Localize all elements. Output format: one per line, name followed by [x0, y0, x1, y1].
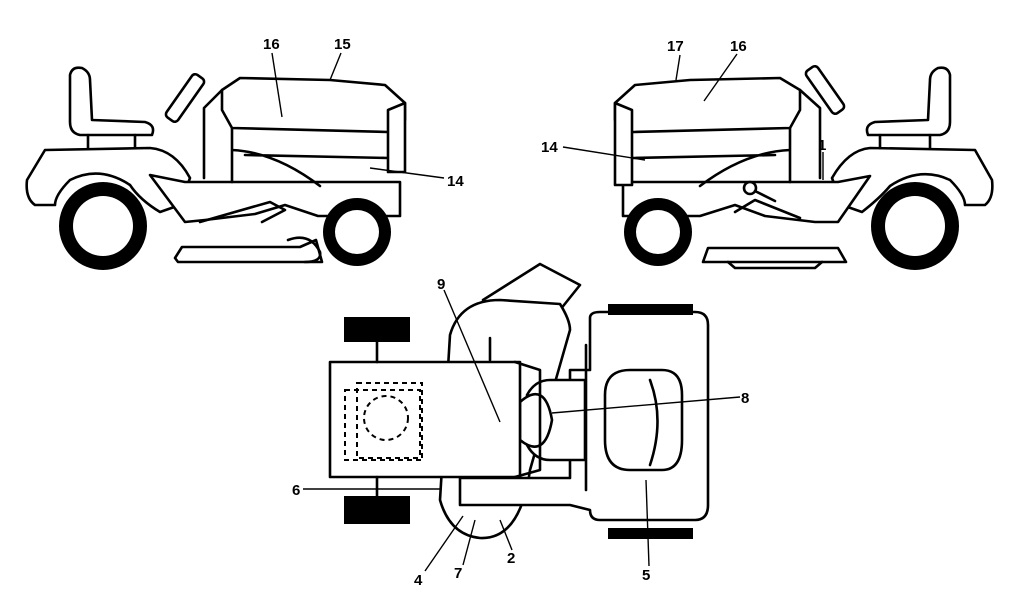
left-hood — [220, 76, 407, 134]
top-engine-outline — [344, 389, 421, 461]
top-hood — [328, 360, 522, 479]
right-hood — [613, 76, 802, 134]
callout-top-5: 5 — [642, 567, 650, 584]
right-seat — [865, 66, 952, 137]
top-front-tire-lower — [344, 496, 410, 524]
callout-top-8: 8 — [741, 390, 749, 407]
left-steering-wheel — [164, 72, 206, 124]
left-rear-fender — [25, 146, 192, 214]
right-rear-fender — [830, 146, 994, 214]
callout-right-17: 17 — [667, 38, 684, 55]
top-seat — [603, 368, 684, 472]
top-front-tire-upper — [344, 317, 410, 342]
callout-right-14: 14 — [541, 139, 558, 156]
left-mower-deck — [173, 238, 324, 264]
right-steering-wheel — [804, 64, 846, 116]
leader-lines — [271, 52, 824, 572]
callout-top-9: 9 — [437, 276, 445, 293]
right-frame — [621, 174, 872, 224]
callout-left-15: 15 — [334, 36, 351, 53]
callout-right-16: 16 — [730, 38, 747, 55]
tractor-left-side-view — [25, 66, 407, 270]
tractor-top-view — [328, 262, 710, 540]
callout-left-14: 14 — [447, 173, 464, 190]
callout-top-2: 2 — [507, 550, 515, 567]
top-rear-tire-lower — [608, 528, 693, 539]
callout-right-1: 1 — [818, 137, 826, 154]
callout-labels: 16 15 14 17 16 14 1 9 8 6 4 7 2 5 — [263, 36, 826, 589]
right-mower-deck — [701, 246, 848, 264]
callout-top-7: 7 — [454, 565, 462, 582]
top-rear-tire-upper — [608, 304, 693, 315]
left-seat — [68, 66, 155, 137]
callout-top-4: 4 — [414, 572, 423, 589]
tractor-right-side-view — [613, 64, 994, 270]
callout-left-16: 16 — [263, 36, 280, 53]
callout-top-6: 6 — [292, 482, 300, 499]
